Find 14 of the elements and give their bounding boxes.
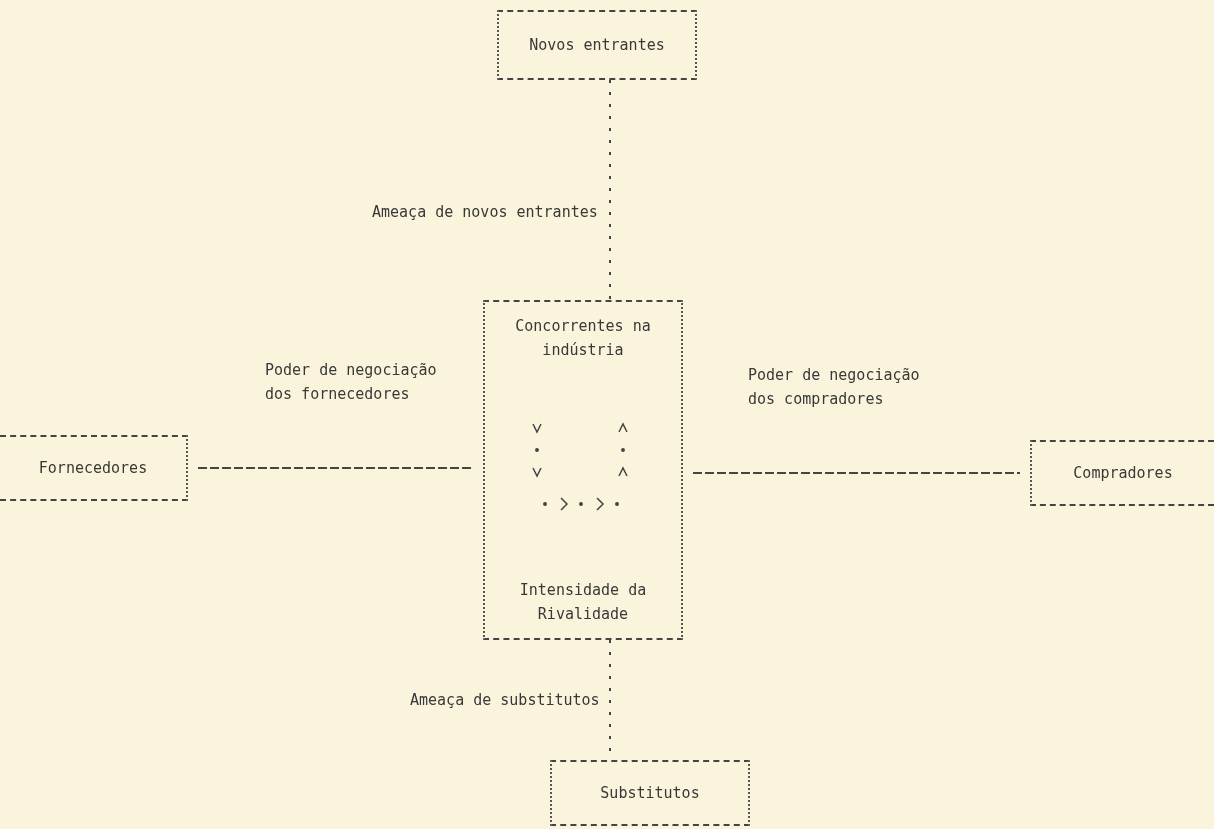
box-label: Intensidade da Rivalidade — [518, 580, 648, 625]
entity-box — [483, 300, 683, 640]
box-label: Compradores — [1073, 463, 1173, 484]
box-label: Substitutos — [600, 783, 700, 804]
connector-line — [609, 79, 611, 301]
entity-box — [1030, 440, 1214, 506]
entity-box — [0, 435, 188, 501]
entity-box — [497, 10, 697, 80]
box-label: Concorrentes na indústria — [514, 316, 652, 361]
entity-box — [550, 760, 750, 826]
box-label: Fornecedores — [38, 458, 148, 479]
connector-line — [197, 467, 474, 469]
box-label: Novos entrantes — [529, 35, 665, 56]
connector-line — [692, 472, 1021, 474]
